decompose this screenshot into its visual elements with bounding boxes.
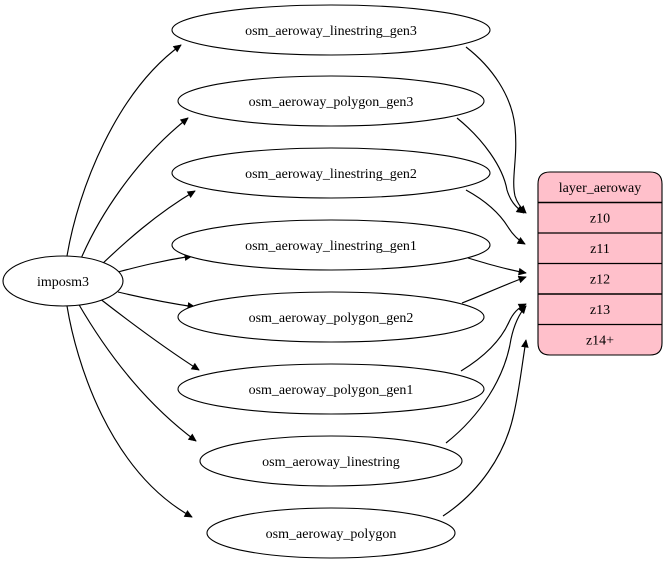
node-osm-aeroway-polygon-gen1[interactable]: osm_aeroway_polygon_gen1 bbox=[177, 363, 485, 415]
node-imposm3[interactable]: imposm3 bbox=[2, 255, 124, 307]
node-shape bbox=[171, 4, 491, 56]
node-osm-aeroway-linestring-gen1[interactable]: osm_aeroway_linestring_gen1 bbox=[171, 219, 491, 271]
node-label: osm_aeroway_linestring_gen2 bbox=[245, 167, 417, 182]
node-osm-aeroway-linestring[interactable]: osm_aeroway_linestring bbox=[199, 435, 463, 487]
edge-imposm3-to-linestring-gen2 bbox=[99, 190, 195, 267]
edge-group-source-to-tables bbox=[66, 45, 199, 518]
edge-imposm3-to-polygon bbox=[66, 305, 192, 518]
node-osm-aeroway-linestring-gen3[interactable]: osm_aeroway_linestring_gen3 bbox=[171, 4, 491, 56]
edge-group-tables-to-layer bbox=[442, 46, 526, 517]
edge-polygon-gen2-to-z12 bbox=[461, 277, 526, 304]
node-label: osm_aeroway_linestring_gen1 bbox=[245, 239, 417, 254]
node-label: osm_aeroway_polygon_gen1 bbox=[249, 383, 414, 398]
node-shape bbox=[171, 219, 491, 271]
node-label: osm_aeroway_polygon_gen2 bbox=[249, 311, 414, 326]
node-label: osm_aeroway_linestring_gen3 bbox=[245, 24, 417, 39]
node-osm-aeroway-polygon-gen2[interactable]: osm_aeroway_polygon_gen2 bbox=[177, 291, 485, 343]
node-imposm3-shape bbox=[2, 255, 124, 307]
node-osm-aeroway-polygon-gen3[interactable]: osm_aeroway_polygon_gen3 bbox=[177, 75, 485, 127]
node-layer-aeroway-table[interactable]: layer_aeroway z10 z11 z12 z13 z14+ bbox=[537, 171, 663, 356]
edge-imposm3-to-polygon-gen3 bbox=[79, 118, 188, 262]
table-row-z10[interactable]: z10 bbox=[590, 212, 610, 227]
node-shape bbox=[177, 75, 485, 127]
table-row-z12[interactable]: z12 bbox=[590, 273, 610, 288]
edge-linestring-gen1-to-z12 bbox=[467, 257, 526, 273]
node-shape bbox=[177, 363, 485, 415]
edge-imposm3-to-linestring-gen3 bbox=[66, 45, 181, 257]
edge-imposm3-to-polygon-gen2 bbox=[117, 291, 195, 307]
node-imposm3-label: imposm3 bbox=[37, 275, 89, 290]
node-shape bbox=[177, 291, 485, 343]
edge-imposm3-to-linestring bbox=[77, 302, 196, 441]
edge-linestring-gen2-to-z11 bbox=[465, 189, 525, 245]
node-label: osm_aeroway_linestring bbox=[262, 455, 400, 470]
table-header-label: layer_aeroway bbox=[559, 181, 641, 196]
edge-polygon-gen3-to-z10 bbox=[456, 117, 524, 213]
node-shape bbox=[171, 147, 491, 199]
node-osm-aeroway-linestring-gen2[interactable]: osm_aeroway_linestring_gen2 bbox=[171, 147, 491, 199]
edge-linestring-gen3-to-z10 bbox=[465, 46, 526, 213]
table-row-z11[interactable]: z11 bbox=[590, 242, 610, 257]
node-shape bbox=[206, 507, 456, 559]
node-label: osm_aeroway_polygon_gen3 bbox=[249, 95, 414, 110]
edge-polygon-to-z14plus bbox=[442, 340, 526, 517]
table-row-z14plus[interactable]: z14+ bbox=[586, 334, 614, 349]
node-shape bbox=[199, 435, 463, 487]
node-osm-aeroway-polygon[interactable]: osm_aeroway_polygon bbox=[206, 507, 456, 559]
edge-imposm3-to-polygon-gen1 bbox=[98, 297, 199, 370]
node-label: osm_aeroway_polygon bbox=[266, 527, 397, 542]
table-row-z13[interactable]: z13 bbox=[590, 303, 610, 318]
edge-linestring-to-z13 bbox=[445, 306, 526, 444]
edge-imposm3-to-linestring-gen1 bbox=[117, 256, 192, 273]
